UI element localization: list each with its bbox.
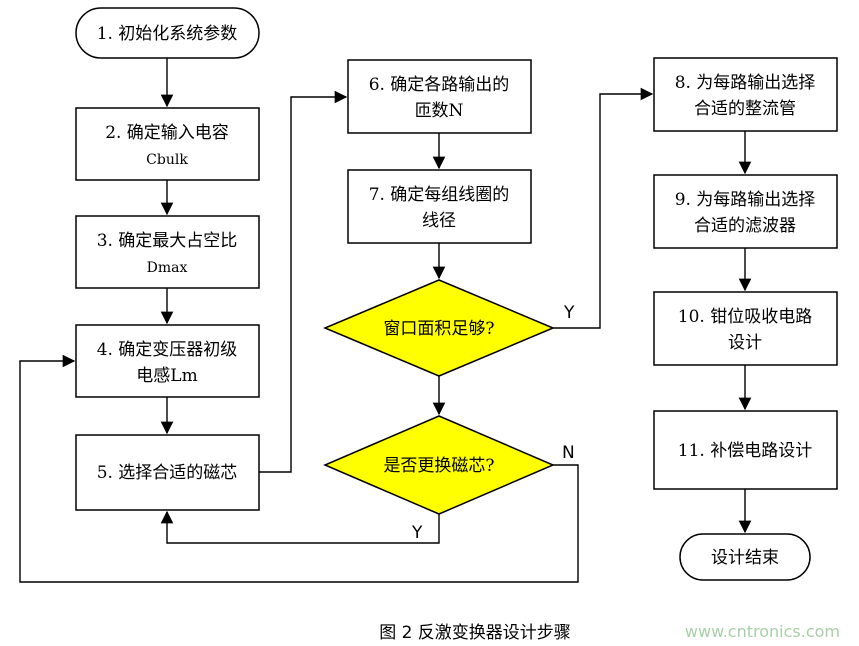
figure-caption: 图 2 反激变换器设计步骤 <box>379 623 571 643</box>
step-3-box <box>75 215 260 289</box>
arrow-d2-yes-to-5 <box>160 510 440 544</box>
step-8-sublabel: 合适的整流管 <box>694 99 796 119</box>
step-8-label: 8. 为每路输出选择 <box>675 73 816 93</box>
step-11-label: 11. 补偿电路设计 <box>678 441 812 461</box>
step-11-box <box>653 410 838 490</box>
watermark: www.cntronics.com <box>685 622 840 641</box>
step-3-sublabel: Dmax <box>147 260 188 276</box>
step-2-box <box>75 107 260 181</box>
end-label: 设计结束 <box>711 548 779 568</box>
step-4-box <box>75 324 260 398</box>
step-7-box <box>347 169 532 244</box>
step-7-label: 7. 确定每组线圈的 <box>369 185 510 205</box>
step-9-box <box>653 174 838 249</box>
step-7-sublabel: 线径 <box>422 211 456 231</box>
step-2-sublabel: Cbulk <box>146 152 188 168</box>
arrow-d2-no-to-4 <box>19 354 579 583</box>
arrow-d1-yes-to-8 <box>553 87 654 329</box>
d1-yes-label: Y <box>563 303 575 323</box>
d2-no-label: N <box>562 443 575 463</box>
step-3-label: 3. 确定最大占空比 <box>97 231 238 251</box>
step-6-box <box>347 59 532 134</box>
arrow-5-6 <box>259 90 348 473</box>
step-6-label: 6. 确定各路输出的 <box>369 75 510 95</box>
step-8-box <box>653 57 838 132</box>
step-2-label: 2. 确定输入电容 <box>105 123 229 143</box>
step-5-box <box>75 434 260 511</box>
step-4-sublabel: 电感Lm <box>136 366 197 386</box>
step-1-label: 1. 初始化系统参数 <box>97 24 238 44</box>
step-4-label: 4. 确定变压器初级 <box>97 340 238 360</box>
decision-change-core-label: 是否更换磁芯? <box>383 456 494 476</box>
step-9-label: 9. 为每路输出选择 <box>675 190 816 210</box>
end-node <box>679 533 811 581</box>
step-10-sublabel: 设计 <box>728 333 762 353</box>
step-10-box <box>653 291 838 366</box>
d2-yes-label: Y <box>411 523 423 543</box>
step-10-label: 10. 钳位吸收电路 <box>678 307 812 327</box>
step-5-label: 5. 选择合适的磁芯 <box>97 463 238 483</box>
decision-window-area-label: 窗口面积足够? <box>383 319 494 339</box>
step-9-sublabel: 合适的滤波器 <box>694 216 796 236</box>
step-6-sublabel: 匝数N <box>415 101 464 121</box>
